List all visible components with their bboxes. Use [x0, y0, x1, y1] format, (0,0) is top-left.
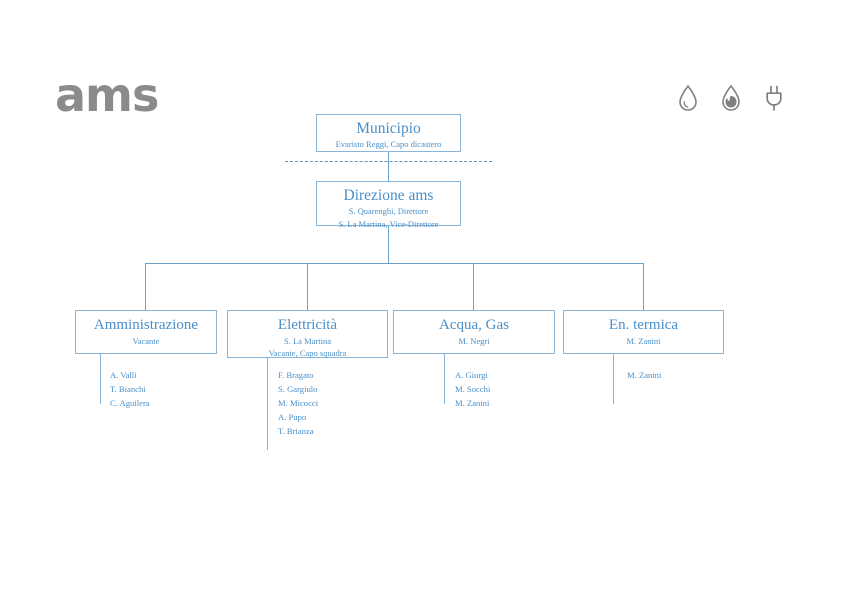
connector-staff-en-termica: [613, 354, 614, 404]
connector-municipio-direzione: [388, 152, 389, 182]
staff-member: A. Giorgi: [455, 370, 488, 380]
staff-member: M. Socchi: [455, 383, 491, 394]
node-en-termica-title: En. termica: [608, 317, 679, 333]
node-en-termica-line-0: M. Zanini: [626, 335, 661, 346]
node-acqua-gas[interactable]: Acqua, Gas M. Negri: [393, 310, 555, 354]
staff-member: M. Micocci: [278, 397, 319, 408]
connector-drop-en-termica: [643, 263, 644, 310]
connector-drop-amministrazione: [145, 263, 146, 310]
staff-list-en-termica: M. Zanini: [627, 369, 661, 383]
node-acqua-gas-title: Acqua, Gas: [439, 317, 509, 333]
staff-member: A. Valli: [110, 370, 137, 380]
node-elettricita-line-1: Vacante, Capo squadra: [268, 348, 347, 359]
dotted-separator: [285, 161, 492, 162]
node-direzione[interactable]: Direzione ams S. Quarenghi, Direttore S.…: [316, 181, 461, 229]
staff-member: C. Aguilera: [110, 397, 150, 408]
node-amministrazione-line-0: Vacante: [132, 335, 160, 346]
staff-member: T. Bianchi: [110, 383, 146, 394]
node-acqua-gas-line-0: M. Negri: [458, 335, 490, 346]
node-municipio[interactable]: Municipio Evaristo Reggi, Capo dicastero: [316, 114, 461, 152]
staff-list-amministrazione: A. Valli T. Bianchi C. Aguilera: [110, 369, 150, 411]
connector-drop-acqua-gas: [473, 263, 474, 310]
node-municipio-line-0: Evaristo Reggi, Capo dicastero: [335, 139, 442, 150]
node-direzione-title: Direzione ams: [343, 187, 434, 204]
staff-member: M. Zanini: [627, 370, 662, 380]
node-amministrazione-title: Amministrazione: [93, 317, 199, 333]
node-en-termica[interactable]: En. termica M. Zanini: [563, 310, 724, 354]
node-municipio-title: Municipio: [356, 120, 421, 137]
connector-department-bus: [145, 263, 644, 264]
node-elettricita-line-0: S. La Martina: [284, 335, 331, 346]
connector-drop-elettricita: [307, 263, 308, 310]
staff-member: T. Brianza: [278, 425, 314, 436]
staff-member: S. Gargiulo: [278, 383, 318, 394]
connector-staff-elettricita: [267, 358, 268, 450]
node-direzione-line-0: S. Quarenghi, Direttore: [348, 206, 429, 217]
node-elettricita-title: Elettricità: [277, 317, 338, 333]
node-amministrazione[interactable]: Amministrazione Vacante: [75, 310, 217, 354]
water-drop-icon: [675, 83, 701, 113]
utility-icon-bar: [675, 83, 787, 113]
connector-staff-amministrazione: [100, 354, 101, 404]
node-direzione-line-1: S. La Martina, Vice-Direttore: [338, 218, 439, 229]
power-plug-icon: [761, 83, 787, 113]
staff-member: A. Pupo: [278, 411, 307, 422]
connector-staff-acqua-gas: [444, 354, 445, 404]
connector-direzione-bus: [388, 226, 389, 263]
staff-list-elettricita: F. Bragato S. Gargiulo M. Micocci A. Pup…: [278, 369, 318, 439]
flame-icon: [718, 83, 744, 113]
staff-list-acqua-gas: A. Giorgi M. Socchi M. Zanini: [455, 369, 490, 411]
brand-wordmark: ams: [55, 68, 159, 122]
staff-member: F. Bragato: [278, 370, 314, 380]
node-elettricita[interactable]: Elettricità S. La Martina Vacante, Capo …: [227, 310, 388, 358]
staff-member: M. Zanini: [455, 397, 490, 408]
